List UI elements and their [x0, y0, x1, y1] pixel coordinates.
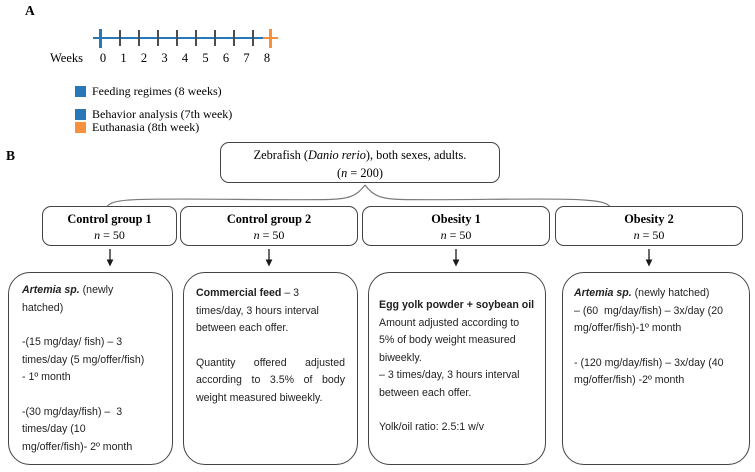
legend-swatch-feeding [75, 86, 86, 97]
detail-paragraph: Yolk/oil ratio: 2.5:1 w/v [379, 421, 485, 433]
legend-label-feeding: Feeding regimes (8 weeks) [92, 84, 222, 98]
root-population-box: Zebrafish (Danio rerio), both sexes, adu… [220, 142, 500, 183]
timeline-tick [156, 30, 159, 46]
detail-box-obesity1: Egg yolk powder + soybean oil Amount adj… [368, 272, 546, 465]
group-n: n = 50 [633, 228, 665, 242]
legend-swatch-euthanasia [75, 122, 86, 133]
panel-b-label: B [6, 148, 16, 163]
group-n: n = 50 [440, 228, 472, 242]
down-arrow-obesity1 [452, 249, 460, 267]
down-arrow-control1 [106, 249, 114, 267]
detail-lead: Artemia sp. (newly hatched) [22, 284, 114, 314]
timeline-tick [232, 30, 235, 46]
timeline-tick [175, 30, 178, 46]
detail-paragraph: Quantity offered adjusted according to 3… [196, 356, 345, 404]
group-title: Obesity 2 [624, 212, 674, 226]
detail-lead: Artemia sp. (newly hatched) – (60 mg/day… [574, 287, 723, 334]
timeline-tick-start [99, 29, 102, 48]
detail-paragraph: -(30 mg/day/fish) – 3 times/day (10 mg/o… [22, 405, 133, 453]
weeks-axis-label: Weeks [50, 51, 84, 65]
timeline-feeding-line [93, 37, 263, 39]
root-box-line2: (n = 200) [337, 166, 383, 180]
week-tick-label: 1 [120, 51, 127, 65]
group-box-obesity1: Obesity 1 n = 50 [362, 206, 550, 246]
legend-label-euthanasia: Euthanasia (8th week) [92, 120, 200, 134]
legend-label-behavior: Behavior analysis (7th week) [92, 107, 233, 121]
panel-a-label: A [25, 3, 35, 18]
week-tick-label: 2 [140, 51, 148, 65]
timeline-tick [194, 30, 197, 46]
week-tick-label: 5 [202, 51, 209, 65]
week-tick-label: 4 [181, 51, 189, 65]
detail-box-control1: Artemia sp. (newly hatched) -(15 mg/day/… [8, 272, 173, 465]
detail-box-control2: Commercial feed – 3 times/day, 3 hours i… [183, 272, 358, 465]
group-n: n = 50 [253, 228, 285, 242]
detail-paragraph: - (120 mg/day/fish) – 3x/day (40 mg/offe… [574, 356, 724, 387]
timeline-tick-end [268, 29, 272, 48]
branch-connector-right [364, 184, 612, 209]
timeline-tick [251, 30, 254, 46]
week-tick-label: 8 [263, 51, 271, 65]
detail-paragraph: -(15 mg/day/ fish) – 3 times/day (5 mg/o… [22, 336, 145, 383]
group-n: n = 50 [94, 228, 125, 242]
down-arrow-obesity2 [645, 249, 653, 267]
detail-box-obesity2: Artemia sp. (newly hatched) – (60 mg/day… [562, 272, 750, 465]
detail-lead: Egg yolk powder + soybean oil Amount adj… [379, 299, 535, 399]
group-title: Obesity 1 [431, 212, 481, 226]
group-box-control2: Control group 2 n = 50 [180, 206, 358, 246]
group-box-control1: Control group 1 n = 50 [42, 206, 177, 246]
week-tick-label: 6 [222, 51, 230, 65]
root-box-line1: Zebrafish (Danio rerio), both sexes, adu… [253, 148, 467, 162]
week-tick-label: 0 [99, 51, 107, 65]
detail-lead: Commercial feed – 3 times/day, 3 hours i… [196, 287, 319, 334]
legend-swatch-behavior [75, 109, 86, 120]
group-title: Control group 1 [67, 212, 152, 226]
group-box-obesity2: Obesity 2 n = 50 [555, 206, 743, 246]
timeline-tick [118, 30, 121, 46]
week-tick-label: 7 [243, 51, 250, 65]
group-title: Control group 2 [226, 212, 312, 226]
timeline-tick [213, 30, 216, 46]
branch-connector-left [105, 184, 366, 209]
timeline-tick [137, 30, 140, 46]
week-tick-label: 3 [161, 51, 168, 65]
down-arrow-control2 [265, 249, 273, 267]
